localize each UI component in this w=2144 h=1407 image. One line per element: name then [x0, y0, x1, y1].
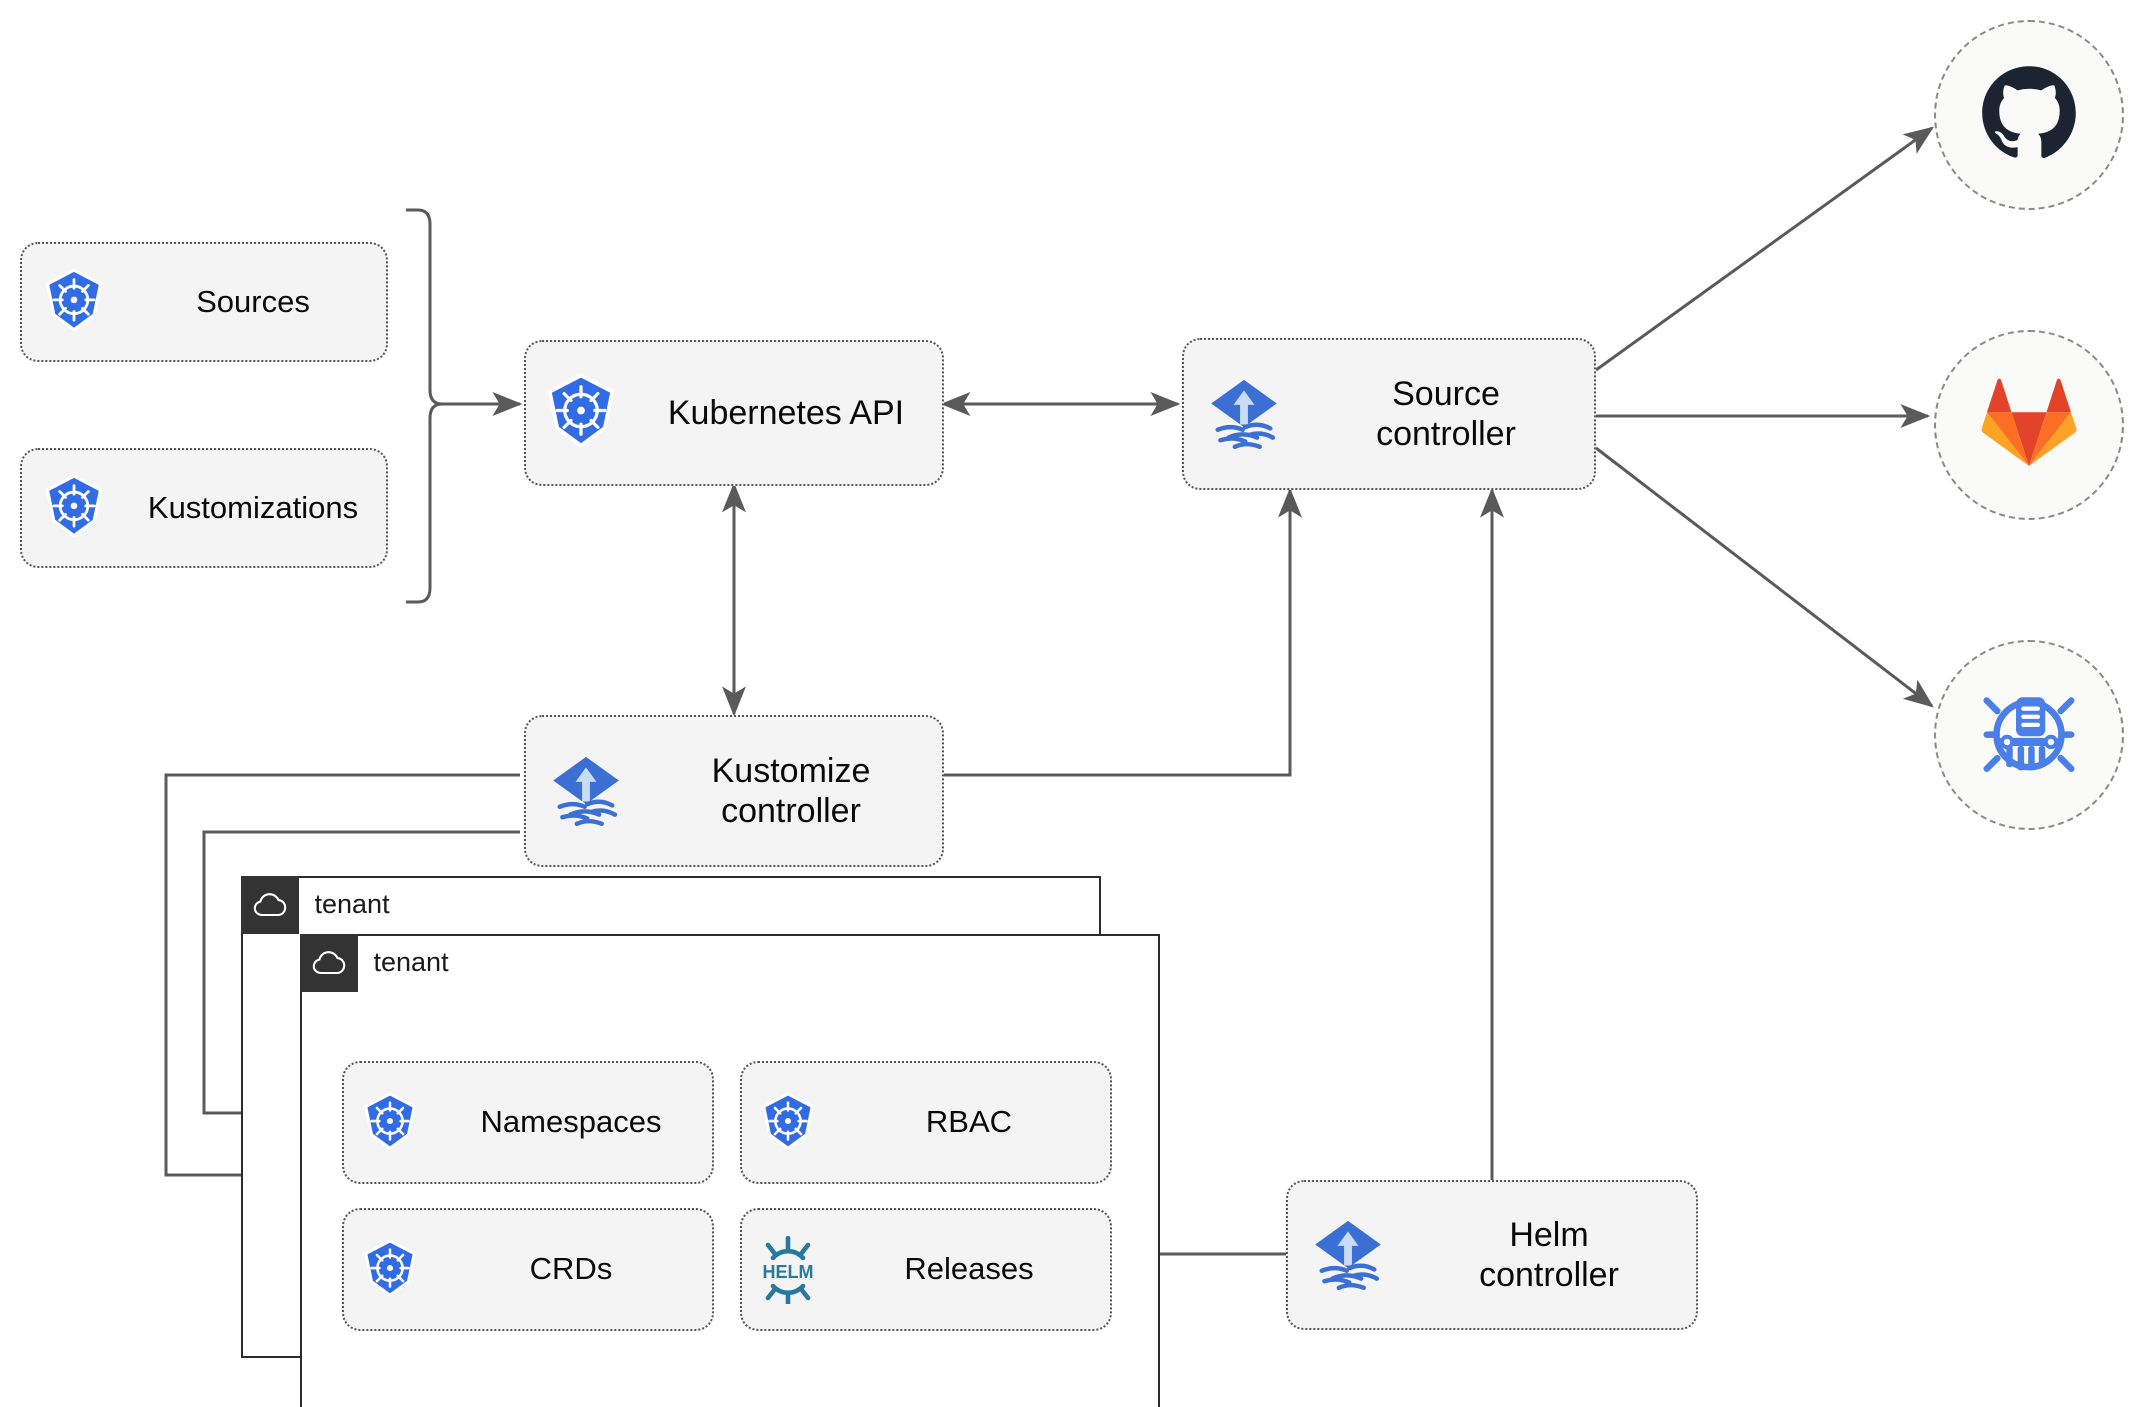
node-label: Source controller [1376, 374, 1516, 453]
node-label: Kustomizations [147, 489, 359, 525]
tenant-header: tenant [240, 875, 390, 934]
node-label: Kustomize controller [711, 751, 871, 830]
node-kustomize-controller[interactable]: Kustomize controller [524, 715, 944, 867]
kubernetes-icon [344, 1238, 436, 1301]
node-label: CRDs [529, 1251, 613, 1287]
kubernetes-icon [526, 373, 636, 453]
edge-source-bucket [1595, 446, 1934, 708]
kubernetes-icon [22, 474, 126, 542]
flux-icon [1288, 1213, 1408, 1297]
helm-icon: HELM [742, 1235, 834, 1304]
github-icon [1977, 61, 2081, 170]
kubernetes-icon [22, 268, 126, 336]
cloud-icon [240, 875, 299, 934]
tenant-label: tenant [373, 947, 449, 977]
kubernetes-icon [344, 1091, 436, 1154]
node-releases[interactable]: HELM Releases [740, 1208, 1112, 1331]
node-sources[interactable]: Sources [20, 242, 388, 362]
node-kubernetes-api[interactable]: Kubernetes API [524, 340, 944, 486]
gitlab-icon [1979, 375, 2079, 476]
edge-bracket [406, 208, 443, 604]
tenant-container-front[interactable]: tenant [299, 933, 1160, 1407]
node-label: Releases [904, 1251, 1034, 1287]
node-label: Sources [196, 283, 310, 319]
tenant-header: tenant [299, 933, 449, 992]
provider-github[interactable] [1934, 20, 2124, 210]
node-label: RBAC [925, 1104, 1013, 1140]
node-crds[interactable]: CRDs [342, 1208, 714, 1331]
node-rbac[interactable]: RBAC [740, 1061, 1112, 1184]
flux-icon [1184, 372, 1304, 456]
provider-gitlab[interactable] [1934, 330, 2124, 520]
node-source-controller[interactable]: Source controller [1182, 338, 1596, 490]
tenant-resource-grid: Namespaces [342, 1061, 1112, 1331]
node-helm-controller[interactable]: Helm controller [1286, 1180, 1698, 1330]
node-label: Namespaces [480, 1104, 662, 1140]
node-namespaces[interactable]: Namespaces [342, 1061, 714, 1184]
node-kustomizations[interactable]: Kustomizations [20, 448, 388, 568]
svg-text:HELM: HELM [763, 1262, 814, 1282]
provider-bucket[interactable] [1934, 640, 2124, 830]
tenant-label: tenant [314, 889, 390, 919]
edge-source-github [1595, 126, 1934, 372]
kubernetes-icon [742, 1091, 834, 1154]
edge-kustomize-source [944, 487, 1303, 777]
cloud-icon [299, 933, 358, 992]
node-label: Kubernetes API [667, 393, 905, 432]
bucket-icon [1977, 681, 2081, 790]
node-label: Helm controller [1479, 1215, 1619, 1294]
flux-icon [526, 749, 646, 833]
